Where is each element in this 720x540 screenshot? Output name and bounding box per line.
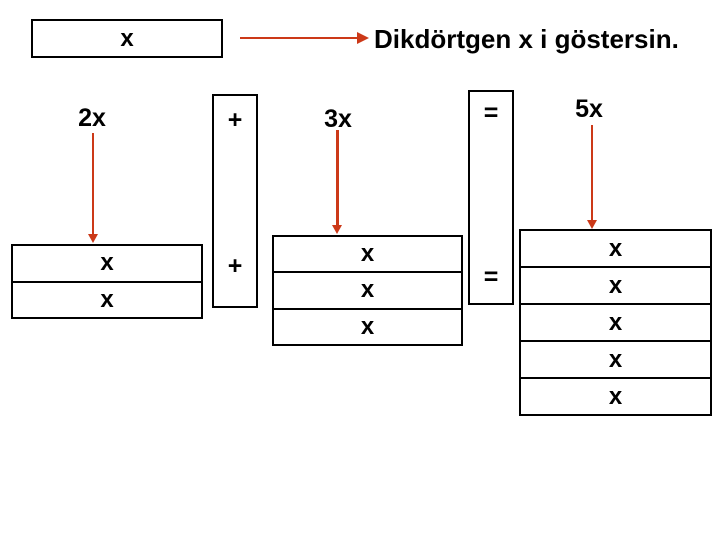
right-arrow-icon xyxy=(240,37,359,39)
plus-operator-box: + + xyxy=(212,94,258,308)
stack-cell: x xyxy=(274,307,461,344)
down-arrow-head-icon xyxy=(88,234,98,243)
down-arrow-head-icon xyxy=(587,220,597,229)
stack-cell: x xyxy=(521,266,710,303)
stack-cell: x xyxy=(13,280,201,318)
unit-x-label: x xyxy=(120,24,134,52)
down-arrow-icon xyxy=(591,125,593,220)
down-arrow-icon xyxy=(336,130,339,225)
equals-sign: = xyxy=(483,263,499,291)
down-arrow-icon xyxy=(92,133,94,234)
page-title: Dikdörtgen x i göstersin. xyxy=(374,24,679,54)
plus-sign: + xyxy=(227,252,243,280)
equals-sign: = xyxy=(483,99,499,127)
right-arrow-head-icon xyxy=(357,32,369,44)
plus-sign: + xyxy=(227,106,243,134)
stack-2x: x x xyxy=(11,244,203,319)
stack-cell: x xyxy=(521,340,710,377)
stack-cell: x xyxy=(274,271,461,307)
stack-cell: x xyxy=(608,234,623,262)
stack-3x: x x x xyxy=(272,235,463,346)
stack-cell: x xyxy=(360,240,375,268)
term-label-5x: 5x xyxy=(575,95,603,123)
equals-operator-box: = = xyxy=(468,90,514,305)
stack-cell: x xyxy=(100,249,114,277)
term-label-2x: 2x xyxy=(78,104,106,132)
unit-x-box: x xyxy=(31,19,223,58)
term-label-3x: 3x xyxy=(324,105,352,133)
down-arrow-head-icon xyxy=(332,225,342,234)
stack-5x: x x x x x xyxy=(519,229,712,416)
stack-cell: x xyxy=(521,377,710,414)
stack-cell: x xyxy=(521,303,710,340)
